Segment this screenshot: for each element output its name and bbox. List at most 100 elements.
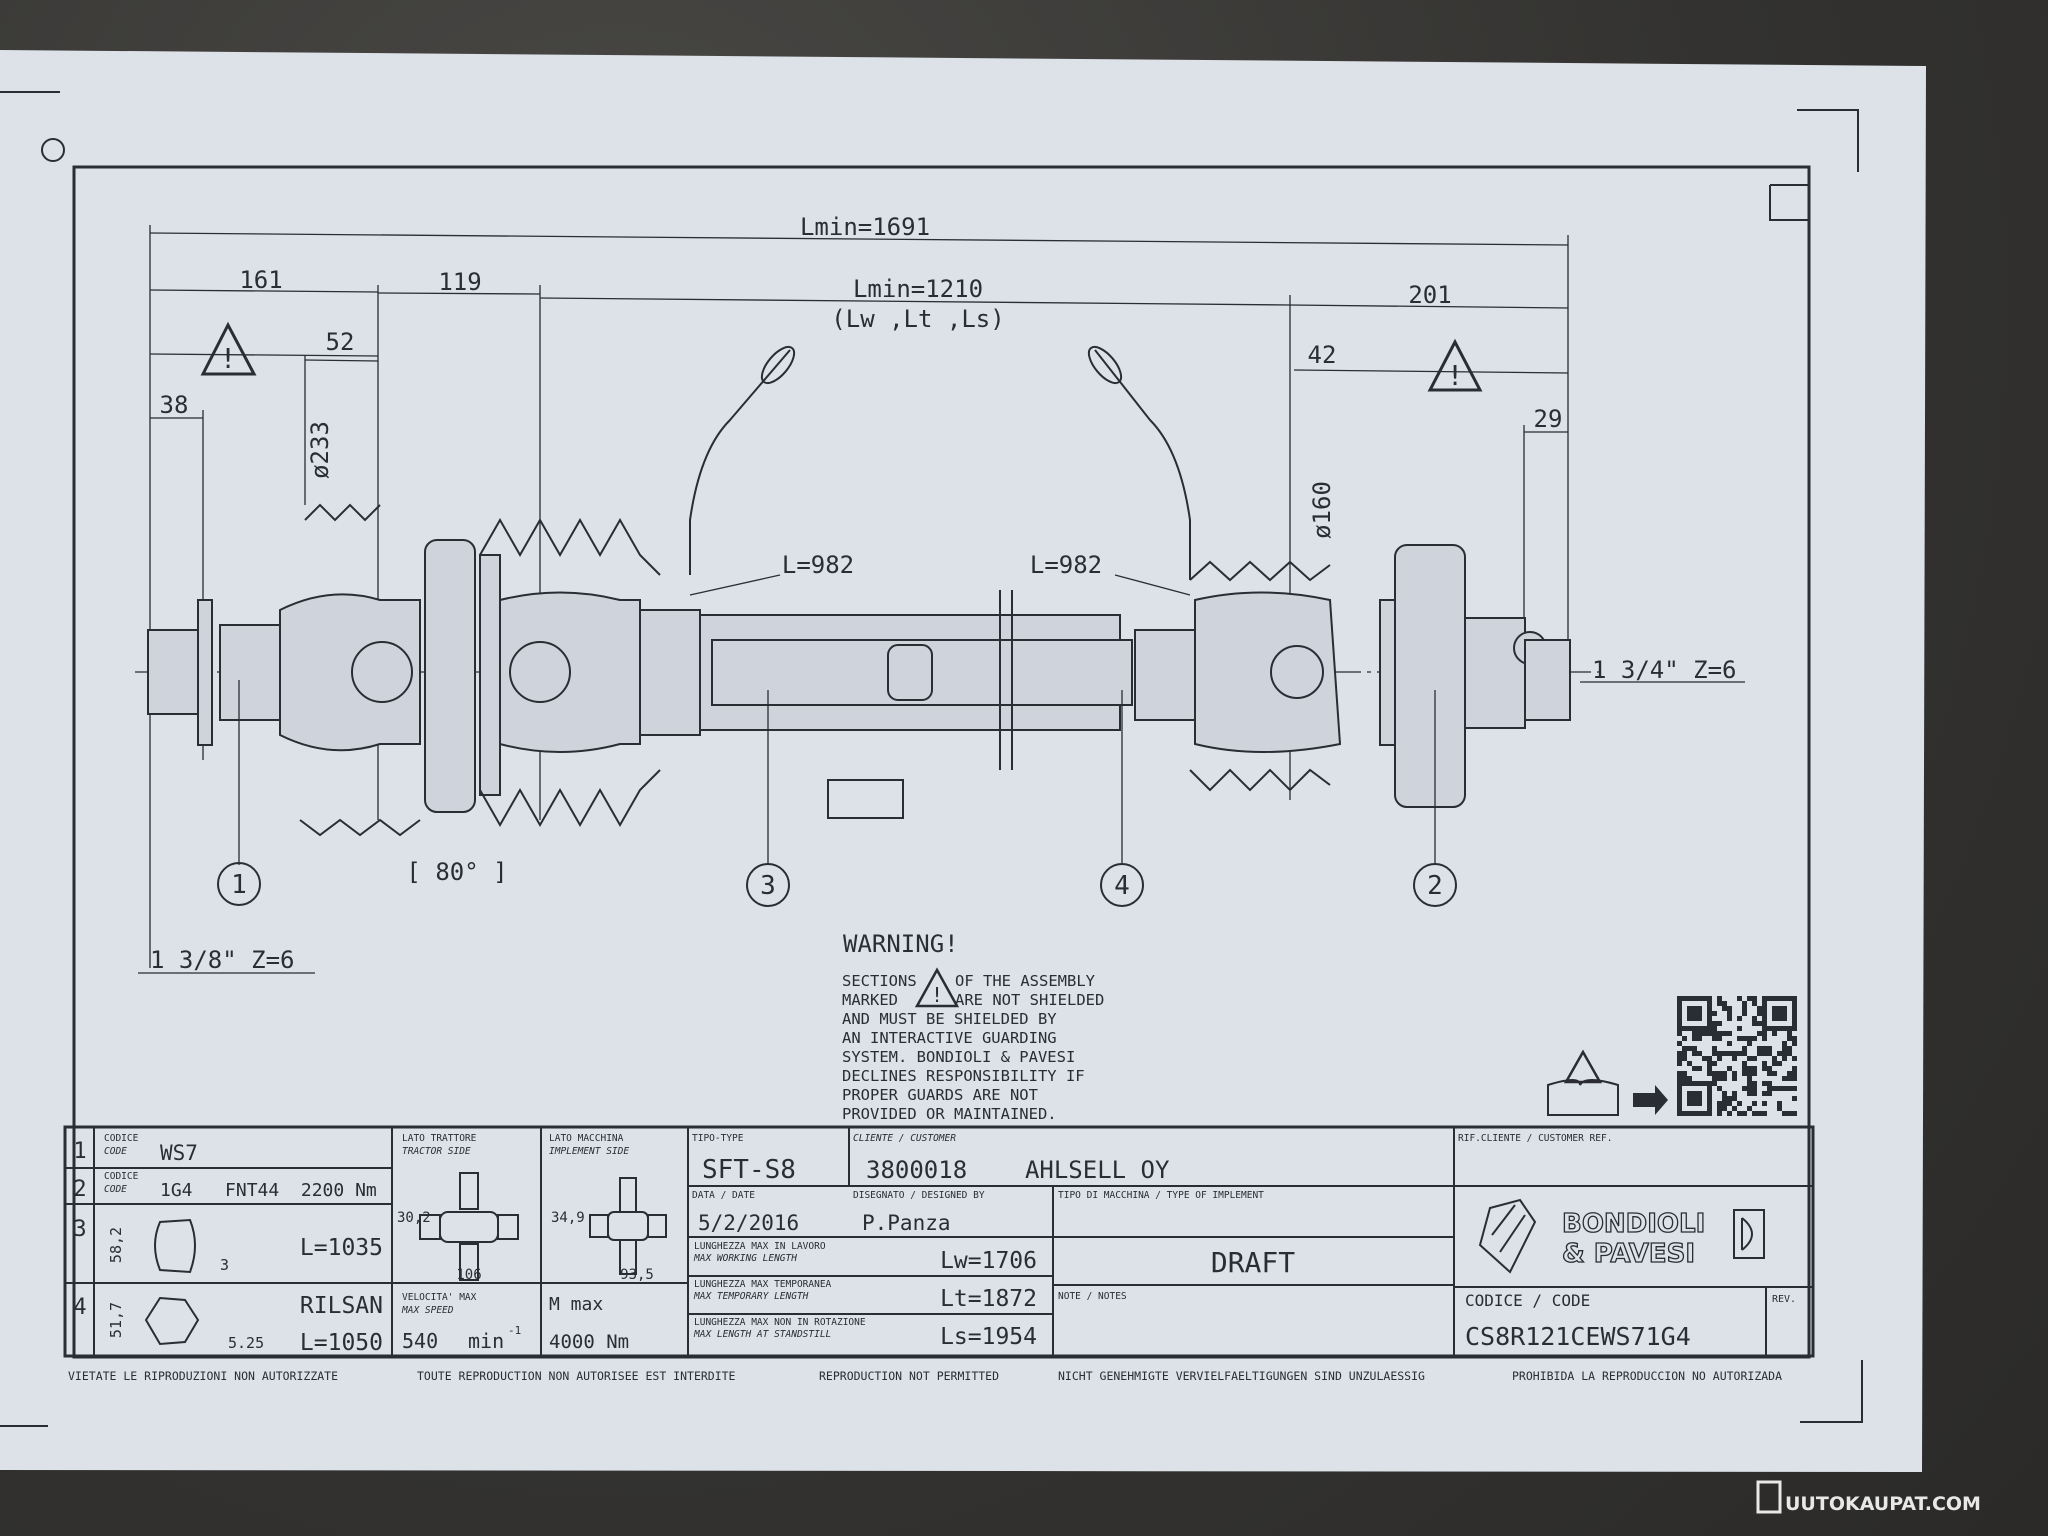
implement-dim-a: 34,9 <box>551 1210 585 1226</box>
reproduction-notices: VIETATE LE RIPRODUZIONI NON AUTORIZZATE … <box>68 1369 1782 1383</box>
warning-line: AND MUST BE SHIELDED BY <box>842 1010 1057 1028</box>
revision-label: REV. <box>1772 1294 1796 1305</box>
cross-journal-implement-icon <box>589 1177 667 1275</box>
warning-triangle-icon: ! <box>200 321 257 376</box>
tube-length-3: L=1035 <box>300 1235 383 1261</box>
customer-label: CLIENTE / CUSTOMER <box>853 1133 956 1144</box>
product-code: CS8R121CEWS71G4 <box>1465 1322 1691 1351</box>
watermark: UUTOKAUPAT.COM <box>1756 1480 1981 1515</box>
paper-sheet <box>0 50 1926 1472</box>
qr-code <box>1674 993 1797 1119</box>
length-label: LUNGHEZZA MAX NON IN ROTAZIONE <box>694 1317 866 1328</box>
torque-value: 4000 Nm <box>549 1331 629 1353</box>
dim-lmin-inner: Lmin=1210 <box>853 275 983 303</box>
length-label: LUNGHEZZA MAX TEMPORANEA <box>694 1279 832 1290</box>
dim-119: 119 <box>438 268 481 296</box>
row-number: 1 <box>73 1139 86 1164</box>
implement-side-label: IMPLEMENT SIDE <box>549 1146 629 1157</box>
part-balloons: 1 3 4 2 <box>217 680 1457 907</box>
footer-notice: VIETATE LE RIPRODUZIONI NON AUTORIZZATE <box>68 1369 338 1383</box>
svg-text:BONDIOLI: BONDIOLI <box>1562 1209 1705 1239</box>
svg-text:!: ! <box>220 342 237 375</box>
warning-line: MARKED <box>842 991 898 1009</box>
max-speed-unit: min <box>468 1329 504 1353</box>
tractor-label-icon <box>827 779 904 819</box>
corner-marks <box>0 91 1863 1427</box>
tractor-side-label: TRACTOR SIDE <box>402 1146 471 1157</box>
max-temporary-length: Lt=1872 <box>940 1286 1037 1312</box>
notes-label: NOTE / NOTES <box>1058 1291 1127 1302</box>
type-label: TIPO-TYPE <box>692 1133 744 1144</box>
manual-warning-icon <box>1547 1049 1668 1116</box>
dim-tube-right: L=982 <box>1030 551 1102 579</box>
footer-notice: PROHIBIDA LA REPRODUCCION NO AUTORIZADA <box>1512 1369 1782 1383</box>
watermark-text: UUTOKAUPAT.COM <box>1785 1493 1981 1515</box>
code-label: CODICE <box>104 1171 139 1182</box>
pto-shaft-drawing <box>135 345 1600 837</box>
max-working-length: Lw=1706 <box>940 1248 1037 1274</box>
profile-height: 51,7 <box>107 1302 125 1338</box>
title-block: 1 2 3 4 CODICE CODE CODICE CODE WS7 1G4 … <box>63 1125 1815 1358</box>
footer-notice: REPRODUCTION NOT PERMITTED <box>819 1369 999 1383</box>
draft-status: DRAFT <box>1211 1246 1295 1279</box>
bondioli-pavesi-logo: BONDIOLI & PAVESI <box>1478 1198 1765 1274</box>
speed-label: VELOCITA' MAX <box>402 1292 477 1303</box>
dim-201: 201 <box>1408 281 1451 309</box>
balloon-1: 1 <box>231 870 247 900</box>
balloon-4: 4 <box>1114 871 1130 901</box>
warning-triangle-icon: ! <box>914 967 960 1008</box>
dim-lmin-note: (Lw ,Lt ,Ls) <box>831 305 1004 333</box>
tractor-dim-b: 106 <box>456 1267 481 1283</box>
frame-corner-box <box>1769 185 1809 221</box>
dim-161: 161 <box>239 266 282 294</box>
designer-value: P.Panza <box>862 1211 951 1235</box>
dim-38: 38 <box>160 391 189 419</box>
date-value: 5/2/2016 <box>698 1211 799 1235</box>
warning-line: OF THE ASSEMBLY <box>955 972 1096 990</box>
row-number: 3 <box>73 1217 86 1242</box>
warning-line: SYSTEM. BONDIOLI & PAVESI <box>842 1048 1075 1066</box>
max-standstill-length: Ls=1954 <box>940 1324 1037 1350</box>
dim-52: 52 <box>326 328 355 356</box>
type-value: SFT-S8 <box>702 1155 796 1185</box>
dim-lmin-total: Lmin=1691 <box>800 213 930 241</box>
dim-dia233: ø233 <box>306 421 334 479</box>
implement-type-label: TIPO DI MACCHINA / TYPE OF IMPLEMENT <box>1058 1190 1264 1201</box>
code-label: CODE <box>104 1146 127 1157</box>
warning-line: PROVIDED OR MAINTAINED. <box>842 1105 1057 1123</box>
warning-line: DECLINES RESPONSIBILITY IF <box>842 1067 1085 1085</box>
code-label: CODICE <box>104 1133 139 1144</box>
balloon-2: 2 <box>1427 871 1443 901</box>
warning-line: AN INTERACTIVE GUARDING <box>842 1029 1057 1047</box>
customer-value: 3800018 AHLSELL OY <box>866 1156 1170 1184</box>
warning-line: PROPER GUARDS ARE NOT <box>842 1086 1038 1104</box>
code-label: CODICE / CODE <box>1465 1291 1590 1310</box>
profile-height: 58,2 <box>107 1227 125 1263</box>
footer-notice: NICHT GENEHMIGTE VERVIELFAELTIGUNGEN SIN… <box>1058 1369 1425 1383</box>
torque-label: M max <box>549 1294 603 1315</box>
warning-line: SECTIONS <box>842 972 917 990</box>
dim-dia160: ø160 <box>1308 481 1336 539</box>
dim-29: 29 <box>1534 405 1563 433</box>
implement-dim-b: 93,5 <box>620 1267 654 1283</box>
svg-text:!: ! <box>931 983 943 1007</box>
customer-ref-label: RIF.CLIENTE / CUSTOMER REF. <box>1458 1133 1612 1144</box>
length-label: LUNGHEZZA MAX IN LAVORO <box>694 1241 826 1252</box>
dim-tube-left: L=982 <box>782 551 854 579</box>
max-speed-exponent: -1 <box>508 1324 521 1337</box>
tube-material: RILSAN <box>300 1293 383 1319</box>
row-number: 2 <box>73 1177 86 1202</box>
svg-text:& PAVESI: & PAVESI <box>1562 1239 1695 1269</box>
profile-thickness: 3 <box>220 1256 229 1274</box>
cross-journal-tractor-icon <box>419 1172 519 1281</box>
warning-block: WARNING! SECTIONS ! OF THE ASSEMBLY MARK… <box>842 930 1104 1123</box>
footer-notice: TOUTE REPRODUCTION NON AUTORISEE EST INT… <box>417 1369 736 1383</box>
length-label: MAX LENGTH AT STANDSTILL <box>693 1329 831 1340</box>
dim-shaft-right: 1 3/4" Z=6 <box>1592 656 1737 684</box>
dim-angle: [ 80° ] <box>406 858 507 886</box>
clutch-code: 1G4 FNT44 2200 Nm <box>160 1180 377 1201</box>
date-label: DATA / DATE <box>692 1190 755 1201</box>
tractor-dim-a: 30,2 <box>397 1210 431 1226</box>
length-label: MAX WORKING LENGTH <box>693 1253 797 1264</box>
